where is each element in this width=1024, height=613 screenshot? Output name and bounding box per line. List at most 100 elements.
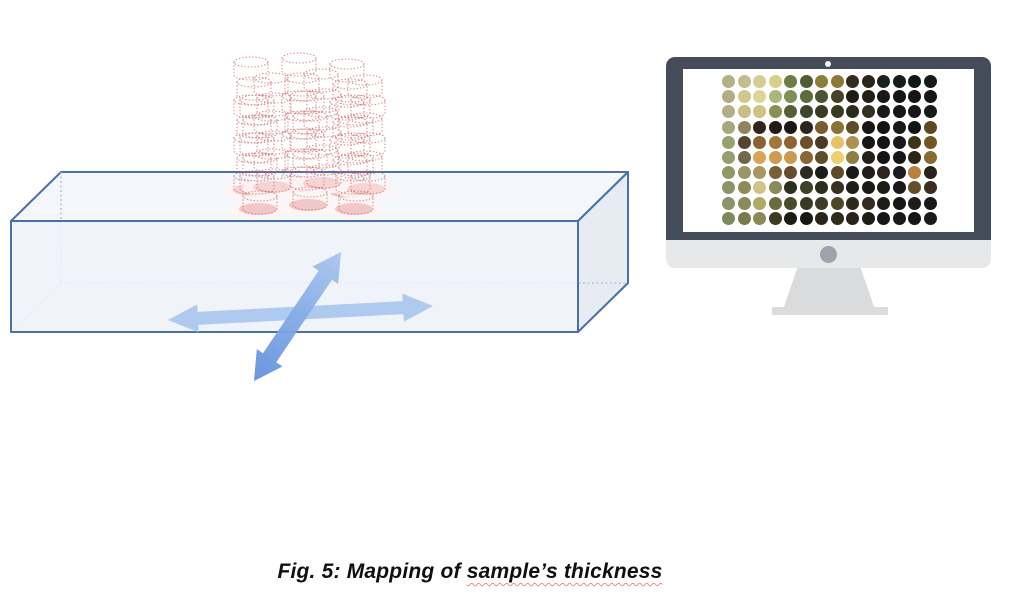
monitor-screen xyxy=(683,69,974,232)
thickness-dot xyxy=(799,181,813,195)
box-front-face xyxy=(10,220,579,333)
thickness-dot xyxy=(737,196,751,210)
thickness-dot xyxy=(737,105,751,119)
thickness-dot xyxy=(737,120,751,134)
thickness-dot xyxy=(784,150,797,164)
thickness-dot xyxy=(768,211,782,225)
thickness-dot xyxy=(830,75,844,88)
thickness-dot xyxy=(753,211,766,225)
thickness-dot xyxy=(923,75,937,88)
thickness-dot xyxy=(784,75,797,88)
thickness-dot xyxy=(861,135,875,149)
sample-scan-diagram xyxy=(10,52,629,381)
thickness-dot xyxy=(737,181,751,195)
thickness-dot xyxy=(768,135,782,149)
thickness-dot xyxy=(846,90,859,104)
thickness-dot xyxy=(908,150,921,164)
scan-arrow-diagonal xyxy=(254,252,341,381)
laser-pulse-stack xyxy=(293,68,351,194)
thickness-dot xyxy=(923,181,937,195)
laser-pulse-stack xyxy=(243,72,301,198)
thickness-dot xyxy=(784,181,797,195)
thickness-dot xyxy=(722,105,735,119)
thickness-dot xyxy=(737,75,751,88)
thickness-dot xyxy=(830,135,844,149)
thickness-dot xyxy=(815,196,828,210)
thickness-dot xyxy=(923,135,937,149)
thickness-dot xyxy=(877,120,890,134)
thickness-dot xyxy=(768,150,782,164)
thickness-dot xyxy=(861,75,875,88)
thickness-dot xyxy=(923,196,937,210)
thickness-dot xyxy=(877,135,890,149)
thickness-dot xyxy=(784,135,797,149)
thickness-dot xyxy=(830,166,844,180)
thickness-dot xyxy=(753,105,766,119)
thickness-dot xyxy=(768,196,782,210)
thickness-dot xyxy=(923,90,937,104)
thickness-dot xyxy=(892,211,906,225)
thickness-dot xyxy=(908,105,921,119)
thickness-dot xyxy=(753,166,766,180)
thickness-map-grid xyxy=(722,75,939,227)
laser-pulse-stack xyxy=(279,90,337,216)
thickness-dot xyxy=(908,135,921,149)
thickness-dot xyxy=(799,75,813,88)
thickness-dot xyxy=(877,75,890,88)
thickness-dot xyxy=(908,196,921,210)
thickness-dot xyxy=(877,181,890,195)
thickness-dot xyxy=(877,166,890,180)
thickness-dot xyxy=(799,135,813,149)
thickness-dot xyxy=(722,75,735,88)
thickness-dot xyxy=(784,120,797,134)
thickness-dot xyxy=(892,181,906,195)
thickness-dot xyxy=(737,166,751,180)
thickness-dot xyxy=(861,120,875,134)
thickness-dot xyxy=(877,196,890,210)
thickness-dot xyxy=(753,90,766,104)
monitor xyxy=(666,57,991,315)
thickness-dot xyxy=(799,90,813,104)
thickness-dot xyxy=(815,90,828,104)
thickness-dot xyxy=(768,166,782,180)
thickness-dot xyxy=(722,150,735,164)
thickness-dot xyxy=(753,120,766,134)
thickness-dot xyxy=(892,150,906,164)
thickness-dot xyxy=(846,120,859,134)
thickness-dot xyxy=(892,120,906,134)
thickness-dot xyxy=(737,90,751,104)
thickness-dot xyxy=(846,211,859,225)
thickness-dot xyxy=(877,90,890,104)
thickness-dot xyxy=(768,75,782,88)
laser-pulse-stack xyxy=(229,94,287,220)
thickness-dot xyxy=(830,150,844,164)
thickness-dot xyxy=(768,120,782,134)
laser-pulse-stack xyxy=(325,94,383,220)
thickness-dot xyxy=(861,90,875,104)
thickness-dot xyxy=(861,166,875,180)
thickness-dot xyxy=(768,181,782,195)
thickness-dot xyxy=(846,135,859,149)
thickness-dot xyxy=(923,166,937,180)
thickness-dot xyxy=(892,90,906,104)
thickness-dot xyxy=(753,150,766,164)
thickness-dot xyxy=(722,196,735,210)
monitor-stand-base xyxy=(772,307,888,315)
thickness-dot xyxy=(768,90,782,104)
thickness-dot xyxy=(877,211,890,225)
thickness-dot xyxy=(861,150,875,164)
thickness-dot xyxy=(846,75,859,88)
monitor-stand-neck xyxy=(783,268,875,307)
thickness-dot xyxy=(815,211,828,225)
thickness-dot xyxy=(892,75,906,88)
thickness-dot xyxy=(753,181,766,195)
thickness-dot xyxy=(923,211,937,225)
thickness-dot xyxy=(722,181,735,195)
thickness-dot xyxy=(830,120,844,134)
thickness-dot xyxy=(784,196,797,210)
thickness-dot xyxy=(923,120,937,134)
thickness-dot xyxy=(753,196,766,210)
thickness-dot xyxy=(799,105,813,119)
thickness-dot xyxy=(830,196,844,210)
caption-underlined-text: sample’s thickness xyxy=(466,560,663,583)
